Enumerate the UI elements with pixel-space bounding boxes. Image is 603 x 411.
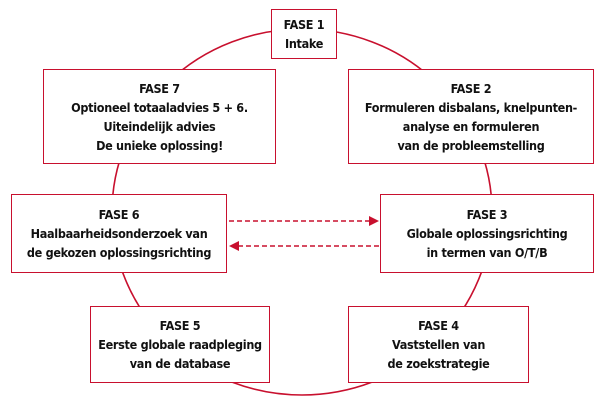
phase-title: FASE 7 [139, 80, 180, 96]
phase-box-fase-5: FASE 5 Eerste globale raadpleging van de… [90, 306, 270, 383]
phase-description-line: de gekozen oplossingsrichting [26, 245, 212, 260]
phase-description-line: in termen van O/T/B [426, 245, 548, 260]
arrow-fase6-to-fase3 [229, 216, 379, 226]
phase-description-line: Formuleren disbalans, knelpunten- [364, 99, 578, 115]
phase-description-line: van de database [129, 356, 231, 371]
phase-box-fase-1: FASE 1 Intake [271, 9, 337, 59]
phase-box-fase-4: FASE 4 Vaststellen van de zoekstrategie [348, 306, 529, 383]
phase-description-line: Uiteindelijk advies [103, 118, 216, 134]
phase-description-line: Intake [284, 36, 324, 51]
phase-title: FASE 1 [283, 17, 325, 32]
phase-description-line: Vaststellen van [391, 337, 486, 352]
arrow-fase3-to-fase6 [229, 241, 379, 251]
phase-title: FASE 5 [159, 318, 201, 333]
phase-box-fase-7: FASE 7 Optioneel totaaladvies 5 + 6. Uit… [43, 69, 276, 164]
phase-description-line: Eerste globale raadpleging [98, 337, 262, 352]
phase-title: FASE 4 [418, 318, 459, 333]
phase-description-line: Haalbaarheidsonderzoek van [30, 226, 208, 241]
phase-description-line: Optioneel totaaladvies 5 + 6. [71, 99, 248, 115]
phase-description-line: van de probleemstelling [397, 137, 545, 153]
phase-box-fase-6: FASE 6 Haalbaarheidsonderzoek van de gek… [11, 194, 227, 273]
phase-title: FASE 6 [98, 207, 140, 222]
phase-title: FASE 2 [450, 80, 492, 96]
phase-description-line: Globale oplossingsrichting [406, 226, 568, 241]
phase-title: FASE 3 [466, 207, 508, 222]
phase-description-line: de zoekstrategie [387, 356, 490, 371]
phase-box-fase-3: FASE 3 Globale oplossingsrichting in ter… [380, 194, 594, 273]
phase-box-fase-2: FASE 2 Formuleren disbalans, knelpunten-… [348, 69, 594, 164]
phase-description-line: analyse en formuleren [402, 118, 540, 134]
phase-description-line: De unieke oplossing! [96, 137, 223, 153]
